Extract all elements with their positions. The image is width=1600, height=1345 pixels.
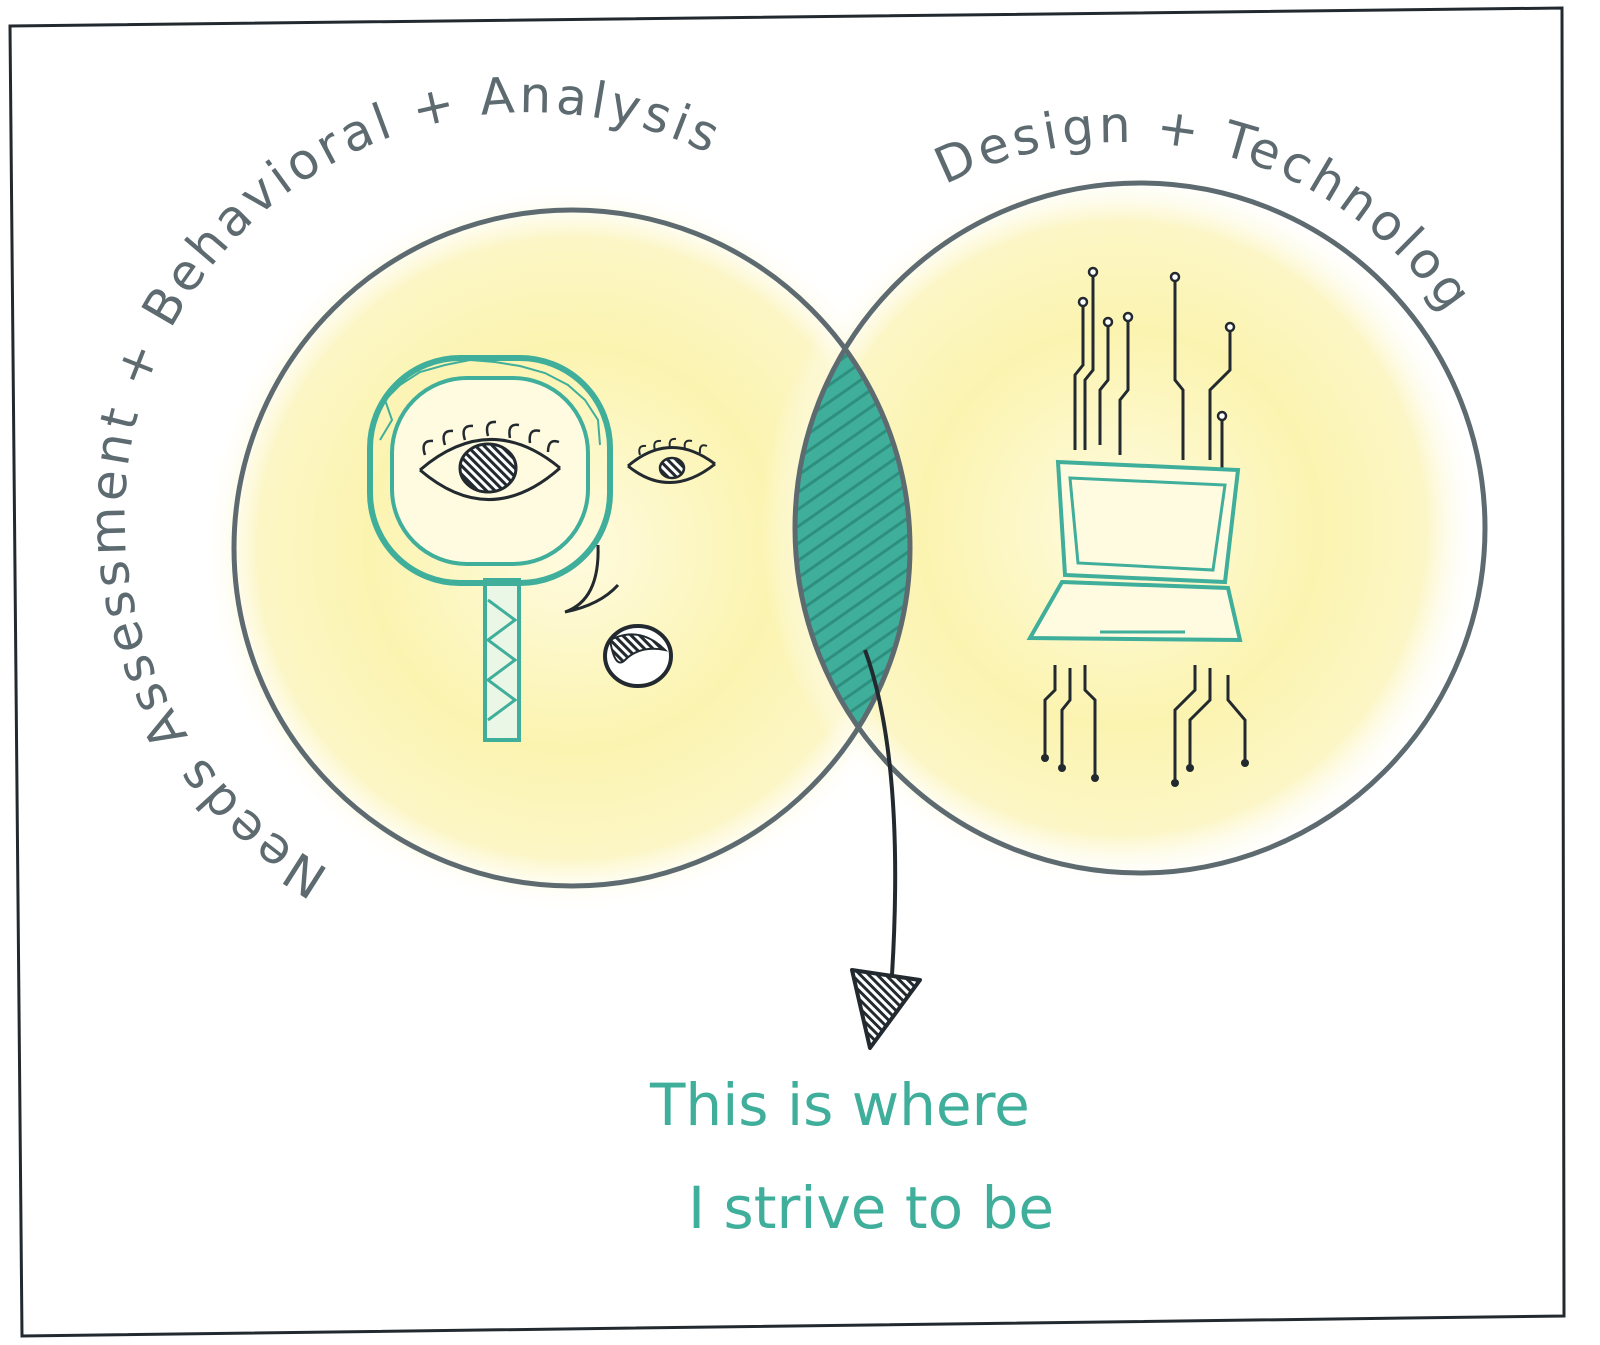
- magnifier-eye-face-icon: [367, 355, 716, 742]
- left-circle: [231, 207, 913, 889]
- caption-line-1: This is where: [649, 1071, 1030, 1139]
- laptop-circuit-icon: [1026, 266, 1249, 787]
- frame: [8, 6, 1566, 1338]
- right-circle: [792, 180, 1488, 876]
- left-circle-glow: [202, 183, 942, 913]
- caption-line-2: I strive to be: [688, 1174, 1054, 1242]
- down-arrow-icon: [850, 649, 922, 1050]
